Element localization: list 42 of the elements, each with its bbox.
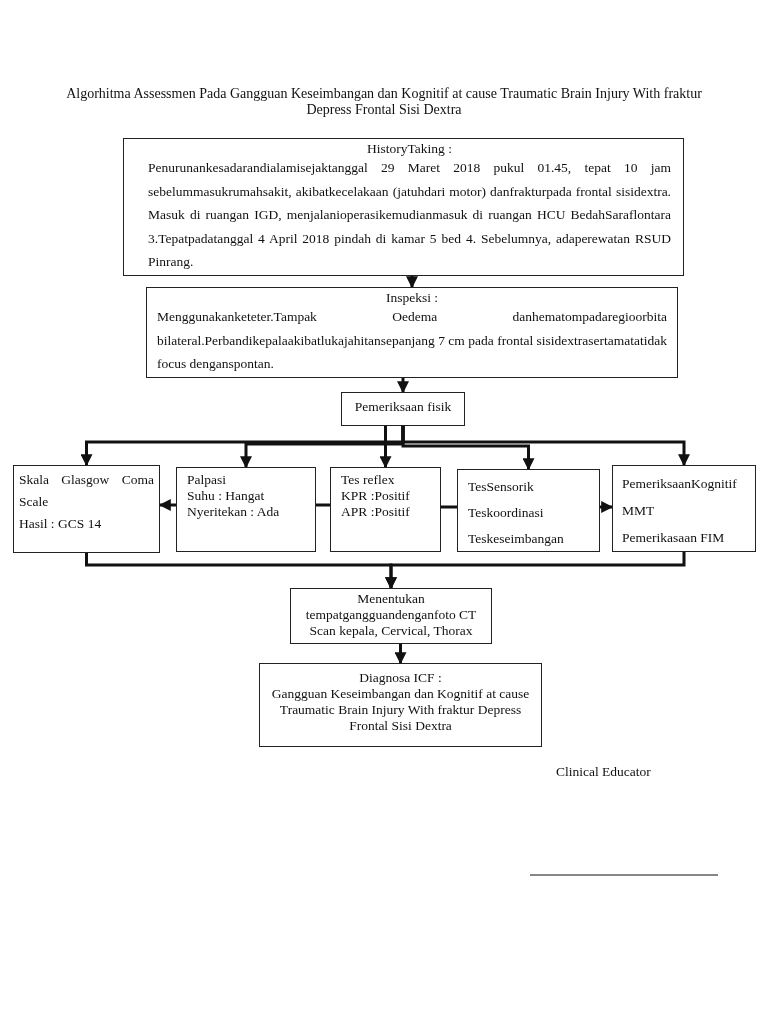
process-box [330,467,441,552]
process-box [123,138,684,276]
box-heading: Inspeksi : [384,290,440,305]
arrow [379,426,392,469]
box-text: Teskoordinasi [468,504,545,522]
arrow [397,378,409,394]
process-box [612,465,756,552]
box-heading: Diagnosa ICF : [358,670,443,686]
process-box [146,287,678,378]
box-text: KPR :Positif [341,488,411,504]
box-text: MMT [622,502,656,520]
diagram-title: Algorhitma Assessmen Pada Gangguan Keseimbangan dan Kognitif at cause Traumatic Brain Injury With fraktur Depress Frontal Sisi Dextra [65,86,703,118]
box-heading: Skala Glasgow Coma Scale [19,471,154,511]
process-box [176,467,316,552]
process-box [457,469,600,552]
box-text: APR :Positif [341,504,411,520]
box-text: Pemerikasaan FIM [622,529,726,547]
process-box [259,663,542,747]
box-heading: Tes reflex [341,472,396,488]
signature-caption: Clinical Educator [556,764,651,780]
box-text: Hasil : GCS 14 [19,515,103,533]
arrow [406,276,418,289]
process-box [13,465,160,553]
arrow [158,499,176,511]
box-heading: HistoryTaking : [366,141,453,156]
arrow [394,644,407,665]
box-text: Nyeritekan : Ada [187,504,281,520]
box-heading: Palpasi [187,472,227,488]
box-heading: TesSensorik [468,478,535,496]
box-text: Teskeseimbangan [468,530,565,548]
arrow [600,501,614,513]
box-text: Gangguan Keseimbangan dan Kognitif at cause Traumatic Brain Injury With fraktur Depress Frontal Sisi Dextra [270,686,531,734]
process-box [341,392,465,426]
arrow [401,426,690,467]
process-box [290,588,492,644]
box-heading: PemeriksaanKognitif [622,475,738,493]
box-text: Suhu : Hangat [187,488,266,504]
box-text: Penurunankesadarandialamisejaktanggal 29 Maret 2018 pukul 01.45, tepat 10 jam sebelummasukrumahsakit, akibatkecelakaan (jatuhdari motor) danfrakturpada frontal sisidextra. Masuk di ruangan IGD, menjalanioperasikemudianmasuk di ruangan HCU BedahSaraflontara 3.Tepatpadatanggal 4 April 2018 pindah di kamar 5 bed 4. Sebelumnya, adaperewatan RSUD Pinrang. [148,159,671,271]
box-text: Menentukan tempatgangguandenganfoto CT Scan kepala, Cervical, Thorax [304,591,478,639]
box-text: Pemeriksaan fisik [353,399,453,415]
arrow [385,552,686,590]
box-text: Menggunakanketeter.Tampak Oedema danhematompadaregioorbita bilateral.Perbandikepalaakibatlukajahitansepanjang 7 cm pada frontal sisidextrasertamatatidak focus denganspontan. [157,308,667,373]
